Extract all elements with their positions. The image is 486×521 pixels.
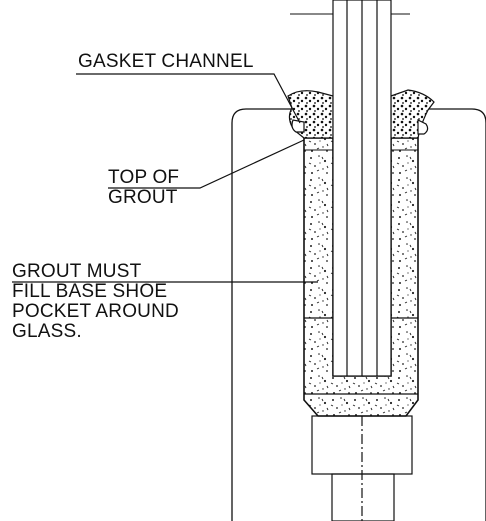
callout-grout-fill-line-3: POCKET AROUND <box>12 301 179 322</box>
callout-gasket-channel-text: GASKET CHANNEL <box>78 51 254 72</box>
callout-grout-fill-line-1: GROUT MUST <box>12 261 142 282</box>
callout-top-of-grout-line-1: TOP OF <box>108 167 180 188</box>
callout-grout-fill-line-2: FILL BASE SHOE <box>12 281 168 302</box>
leader-lines <box>12 73 318 283</box>
callout-top-of-grout: TOP OF GROUT <box>108 168 179 208</box>
callout-gasket-channel: GASKET CHANNEL <box>78 52 254 72</box>
glass-panel <box>290 0 410 377</box>
callout-top-of-grout-line-2: GROUT <box>108 187 178 208</box>
callout-grout-fill: GROUT MUST FILL BASE SHOE POCKET AROUND … <box>12 262 179 342</box>
callout-grout-fill-line-4: GLASS. <box>12 321 82 342</box>
anchor-stem <box>311 415 413 521</box>
